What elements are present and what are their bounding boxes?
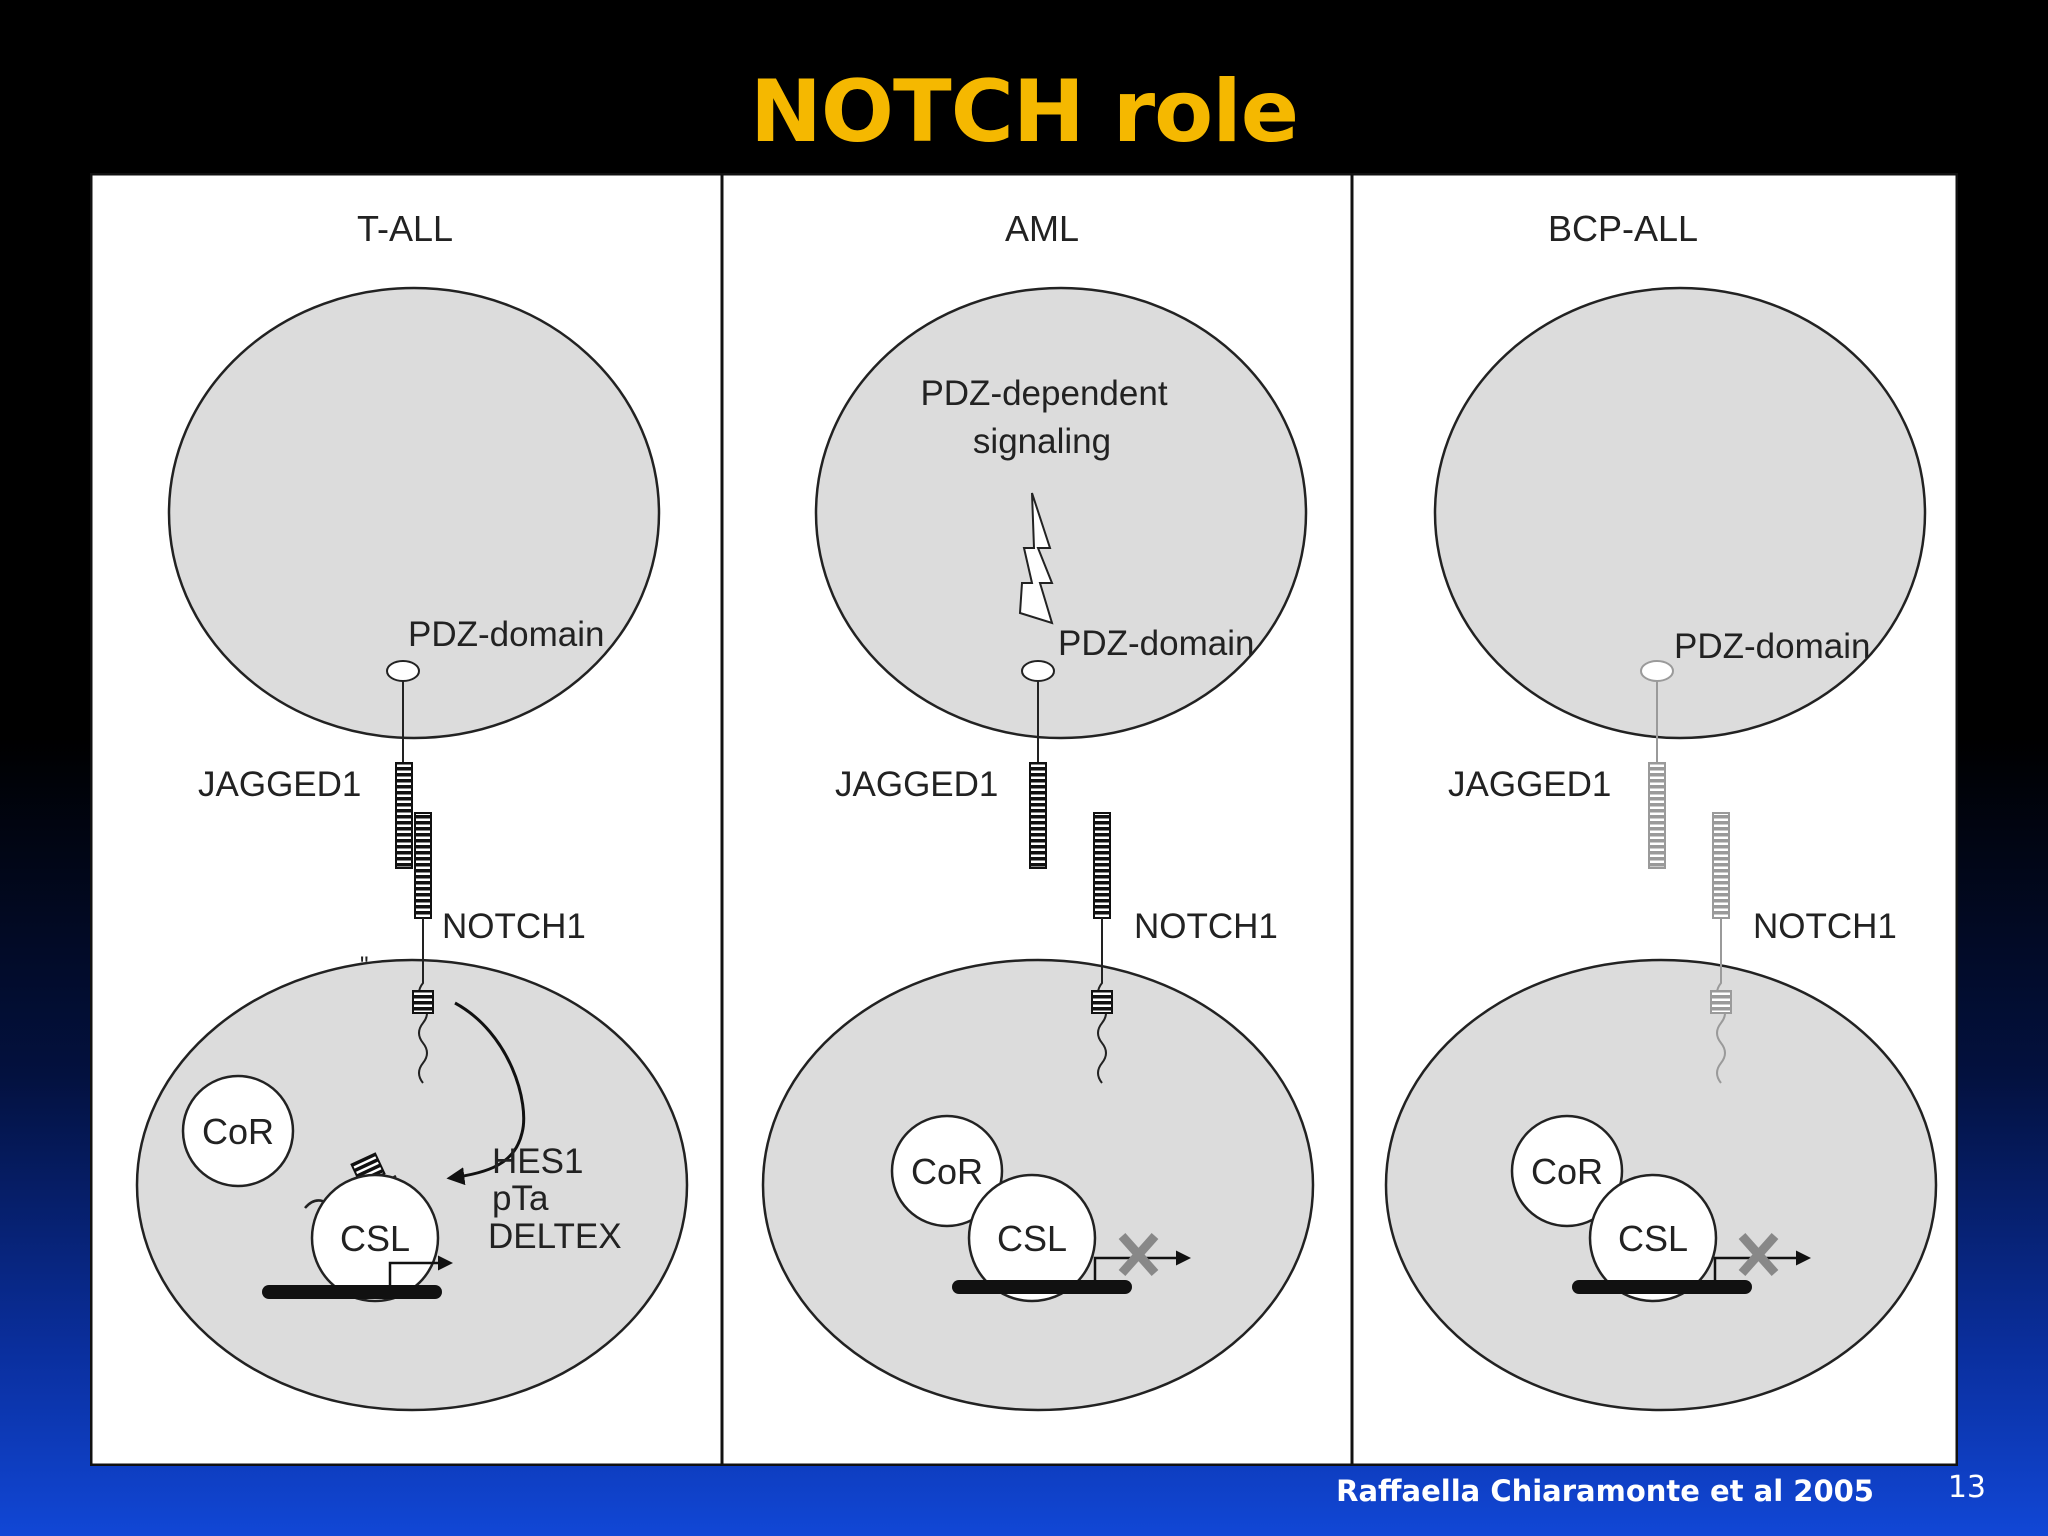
cor-label: CoR [202,1111,274,1152]
transcription-start-arrow [388,1255,453,1285]
notch1-receptor-icon [414,812,432,919]
pdz-domain-icon [386,660,420,682]
responding-cell [135,958,689,1412]
signaling-label-line1: PDZ-dependent [920,374,1167,413]
notch-transmembrane-icon [412,990,434,1014]
lightning-signal-icon [1018,492,1054,625]
target-gene-hes1: HES1 [492,1142,583,1181]
notch1-label: NOTCH1 [442,907,586,946]
nicd-translocation-arrow [446,1001,526,1186]
slide-title: NOTCH role [749,62,1299,162]
transcription-blocked-icon [1738,1233,1779,1276]
notch1-receptor-icon [1712,812,1730,919]
dna-strand-icon [1572,1280,1752,1294]
panel-title: T-ALL [357,208,453,249]
pdz-domain-label: PDZ-domain [1674,627,1870,666]
csl-factor-icon [1588,1173,1718,1303]
signaling-cell [1433,286,1927,740]
csl-factor-icon [967,1173,1097,1303]
notch1-label: NOTCH1 [1753,907,1897,946]
pdz-domain-label: PDZ-domain [408,615,604,654]
notch-diagram-figure: T-ALL PDZ-domain JAGGED1 NOTCH1 " CoR CS… [90,173,1958,1466]
csl-label: CSL [997,1218,1067,1259]
transcription-blocked-icon [1118,1233,1159,1276]
cor-complex-icon [890,1114,1004,1228]
cor-complex-icon [181,1074,295,1188]
dna-strand-icon [952,1280,1132,1294]
signaling-cell [167,286,661,740]
panel-t-all: T-ALL PDZ-domain JAGGED1 NOTCH1 " CoR CS… [135,208,689,1412]
jagged1-receptor-icon [1029,762,1047,869]
cor-label: CoR [1531,1151,1603,1192]
panel-title: BCP-ALL [1548,208,1698,249]
target-gene-deltex: DELTEX [488,1217,622,1256]
notch1-receptor-icon [1093,812,1111,919]
notch-transmembrane-icon [1091,990,1113,1014]
transcription-start-arrow [1713,1250,1811,1280]
dna-strand-icon [262,1285,442,1299]
pdz-domain-icon [1021,660,1055,682]
signaling-label-line2: signaling [973,422,1111,461]
signaling-cell [814,286,1308,740]
cor-label: CoR [911,1151,983,1192]
jagged1-label: JAGGED1 [198,765,361,804]
csl-label: CSL [340,1218,410,1259]
citation: Raffaella Chiaramonte et al 2005 [1336,1474,1874,1508]
panel-bcp-all: BCP-ALL PDZ-domain JAGGED1 NOTCH1 CoR CS… [1384,208,1938,1412]
cor-complex-icon [1510,1114,1624,1228]
slide-number: 13 [1947,1470,1986,1505]
jagged1-label: JAGGED1 [1448,765,1611,804]
csl-label: CSL [1618,1218,1688,1259]
jagged1-label: JAGGED1 [835,765,998,804]
panel-title: AML [1005,208,1079,249]
notch1-label: NOTCH1 [1134,907,1278,946]
transcription-start-arrow [1093,1250,1191,1280]
notch-transmembrane-icon [1710,990,1732,1014]
csl-factor-icon [310,1173,440,1303]
pdz-domain-icon [1640,660,1674,682]
panel-aml: AML PDZ-dependent signaling PDZ-domain J… [761,208,1315,1412]
pdz-domain-label: PDZ-domain [1058,624,1254,663]
jagged1-receptor-icon [395,762,413,869]
target-gene-pta: pTa [492,1179,549,1218]
jagged1-receptor-icon [1648,762,1666,869]
